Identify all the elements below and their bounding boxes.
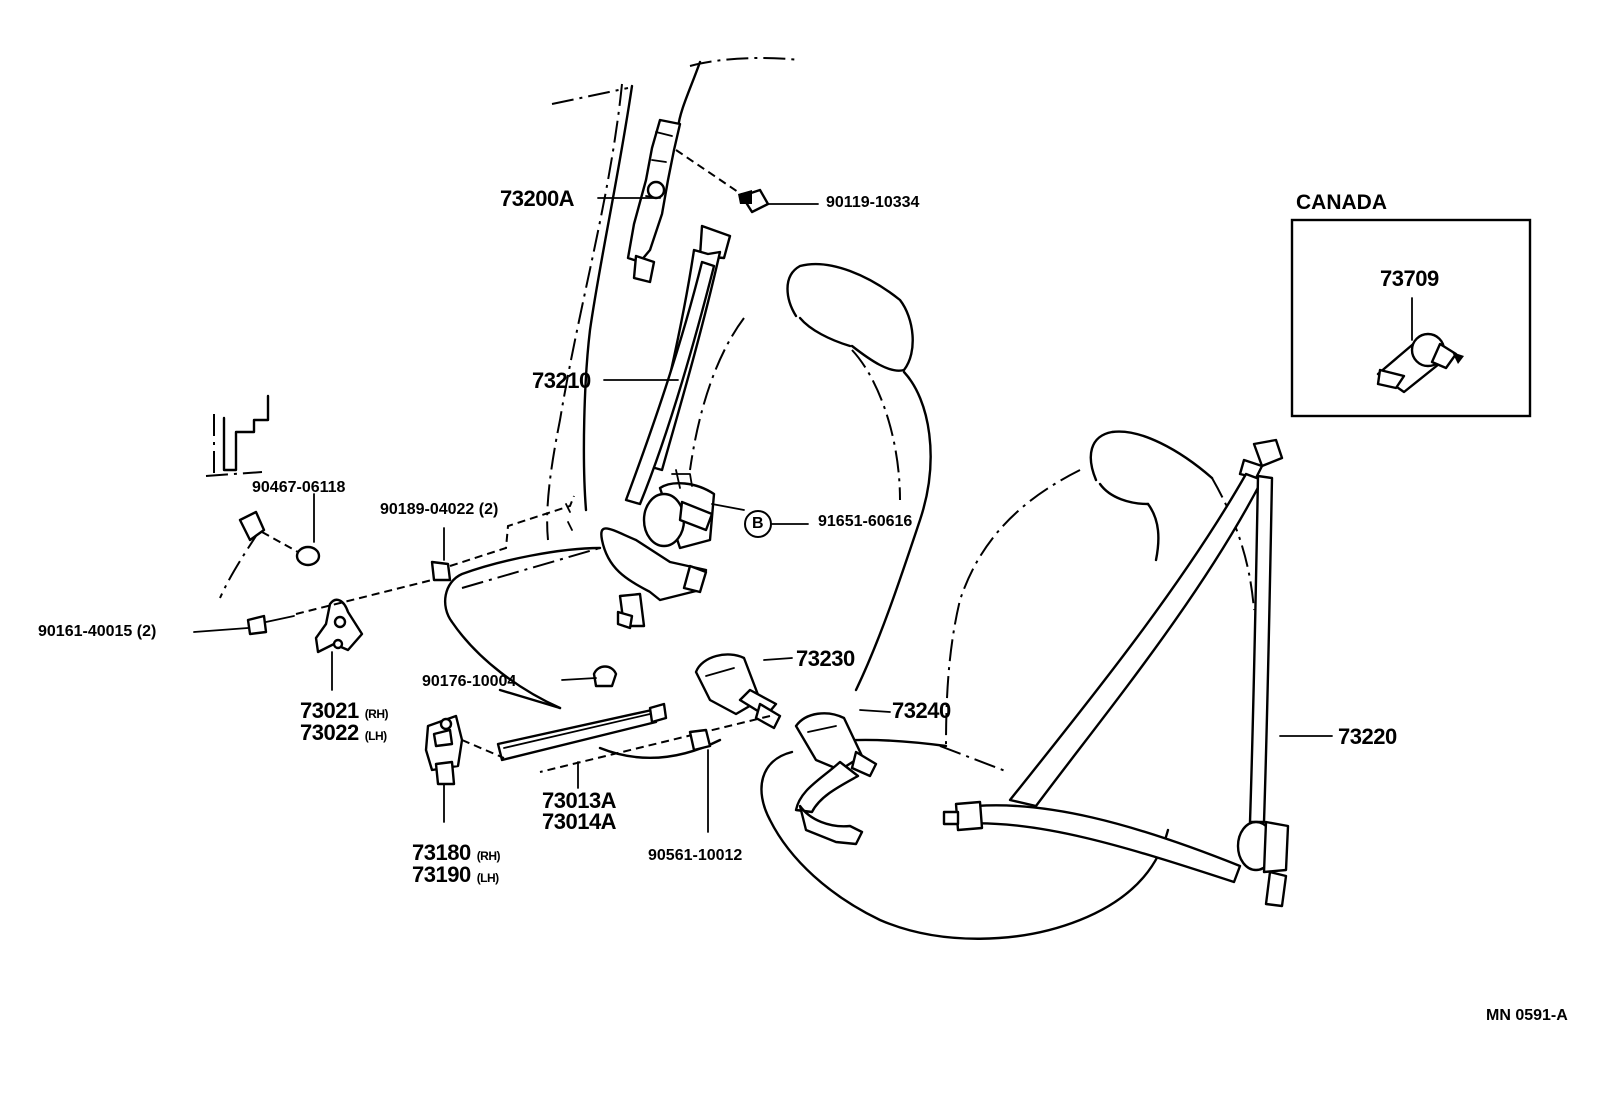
label-73240: 73240	[892, 698, 951, 723]
label-90119-10334: 90119-10334	[826, 194, 920, 211]
seat-left-outline	[444, 262, 932, 760]
leader-lines	[193, 197, 1413, 833]
canada-inset-box	[1290, 218, 1532, 418]
label-73180-suffix: (RH)	[476, 849, 501, 863]
label-91651-60616: 91651-60616	[818, 513, 913, 530]
circle-b-marker	[744, 510, 772, 538]
anchor-bracket	[314, 598, 364, 654]
label-73180: 73180 (RH)	[412, 840, 501, 865]
label-73190-suffix: (LH)	[476, 871, 500, 885]
bolt-90119	[738, 188, 770, 214]
circle-b-letter: B	[752, 515, 764, 532]
clip-90467	[238, 510, 321, 567]
seatbelt-73210	[600, 224, 732, 630]
label-73200A: 73200A	[500, 186, 575, 211]
label-73180-number: 73180	[412, 840, 471, 865]
label-73014A: 73014A	[542, 809, 617, 834]
label-73190-number: 73190	[412, 862, 471, 887]
label-73022-number: 73022	[300, 720, 359, 745]
label-73013A: 73013A	[542, 788, 617, 813]
rail-bracket	[424, 714, 505, 786]
nut-90189	[430, 495, 575, 582]
label-73022-suffix: (LH)	[364, 729, 388, 743]
label-73021: 73021 (RH)	[300, 698, 389, 723]
label-73022: 73022 (LH)	[300, 722, 387, 744]
label-90161-40015: 90161-40015 (2)	[38, 623, 157, 640]
label-73230: 73230	[796, 646, 855, 671]
reference-code: MN 0591-A	[1486, 1007, 1568, 1024]
upper-anchor-adjuster	[626, 118, 745, 284]
label-73021-suffix: (RH)	[364, 707, 389, 721]
seatbelt-73220	[942, 438, 1290, 908]
label-73190: 73190 (LH)	[412, 864, 499, 886]
door-opening-outline	[205, 394, 270, 599]
seat-rail	[496, 702, 668, 762]
label-73021-number: 73021	[300, 698, 359, 723]
label-73210: 73210	[532, 368, 591, 393]
bolt-90161	[246, 577, 441, 636]
nut-90561	[688, 728, 712, 752]
label-90561-10012: 90561-10012	[648, 847, 743, 864]
label-90467-06118: 90467-06118	[252, 479, 346, 496]
label-90176-10004: 90176-10004	[422, 673, 517, 690]
label-73220: 73220	[1338, 724, 1397, 749]
buckle-73240	[794, 712, 878, 846]
inset-title-canada: CANADA	[1296, 191, 1387, 214]
label-90189-04022: 90189-04022 (2)	[380, 501, 499, 518]
cap-90176	[592, 665, 618, 688]
label-73709: 73709	[1380, 266, 1439, 291]
